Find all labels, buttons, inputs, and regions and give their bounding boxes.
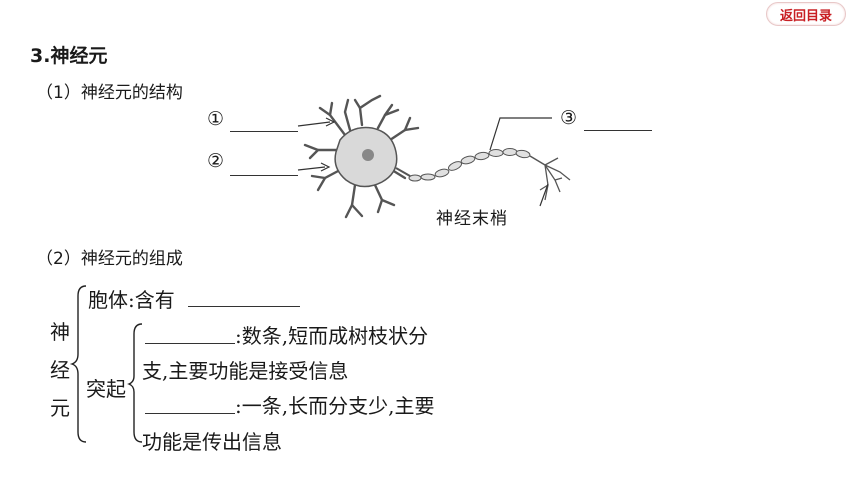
axon-desc-b: 功能是传出信息 <box>142 430 282 454</box>
dendrite-blank[interactable] <box>145 343 235 344</box>
dendrites <box>303 94 420 219</box>
blank-3[interactable] <box>584 130 652 131</box>
blank-1[interactable] <box>230 131 298 132</box>
dendrite-desc-a: :数条,短而成树枝状分 <box>235 324 429 348</box>
section-title: 3.神经元 <box>30 45 108 67</box>
axon <box>395 148 546 182</box>
leader-lines <box>297 117 552 207</box>
blank-2[interactable] <box>230 175 298 176</box>
process-label: 突起 <box>86 377 126 401</box>
soma-blank[interactable] <box>188 306 300 307</box>
marker-2: ② <box>207 150 225 172</box>
structure-heading: （1）神经元的结构 <box>36 83 183 103</box>
soma-label: 胞体:含有 <box>88 288 175 312</box>
inner-brace <box>127 323 143 443</box>
marker-3: ③ <box>560 107 578 129</box>
root-char-shen: 神 <box>50 320 70 344</box>
marker-1: ① <box>207 108 225 130</box>
back-to-contents-button[interactable]: 返回目录 <box>766 2 846 26</box>
outer-brace <box>69 285 87 443</box>
nerve-terminal-label: 神经末梢 <box>436 209 508 229</box>
root-char-yuan: 元 <box>50 396 70 420</box>
nucleus <box>362 149 374 161</box>
axon-blank[interactable] <box>145 413 235 414</box>
dendrite-desc-b: 支,主要功能是接受信息 <box>142 359 349 383</box>
axon-desc-a: :一条,长而分支少,主要 <box>235 394 435 418</box>
composition-heading: （2）神经元的组成 <box>36 249 183 269</box>
soma-row: 胞体:含有 <box>88 284 175 313</box>
root-char-jing: 经 <box>50 358 70 382</box>
